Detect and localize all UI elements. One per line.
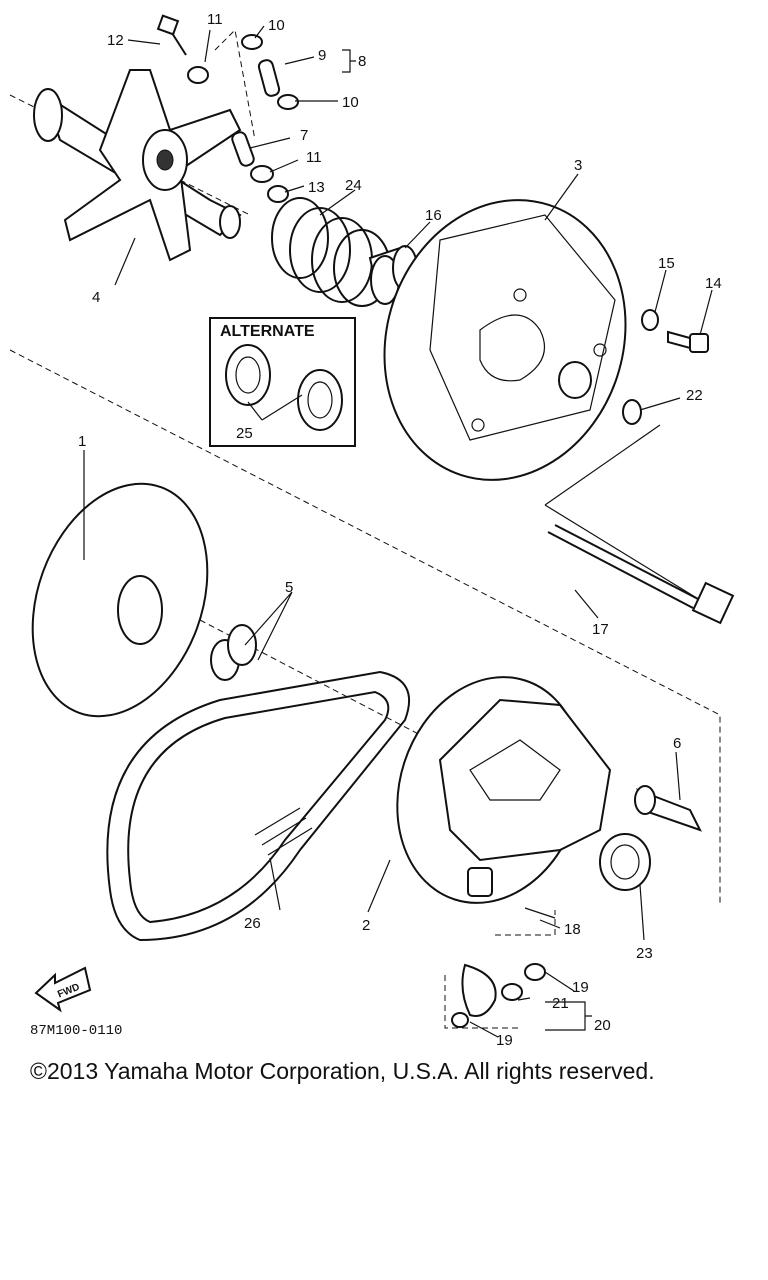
callout-21: 23 (636, 945, 653, 962)
callout-25: 25 (236, 425, 253, 442)
spider-shaft-part (33, 69, 242, 262)
cover-part-3 (383, 199, 627, 481)
callout-17: 16 (425, 207, 442, 224)
callout-4: 4 (92, 289, 100, 306)
callout-22: 20 (594, 1017, 611, 1034)
dashed-guide-11 (214, 28, 256, 141)
housing-part-2 (396, 676, 612, 904)
callout-24: 24 (345, 177, 362, 194)
fwd-arrow-icon (34, 966, 92, 1013)
exploded-parts-diagram: ALTERNATE (9, 11, 735, 1049)
bracket-8-line (342, 49, 356, 73)
callout-9: 9 (318, 47, 326, 64)
bolt-axis-line (544, 424, 701, 601)
drive-belt-part-26 (106, 670, 410, 942)
callout-14: 14 (705, 275, 722, 292)
callout-16: 17 (592, 621, 609, 638)
leader-lines (83, 25, 713, 1038)
callout-10b: 10 (342, 94, 359, 111)
callout-3: 3 (574, 157, 582, 174)
copyright-notice: ©2013 Yamaha Motor Corporation, U.S.A. A… (30, 1058, 655, 1084)
weight-assembly-22 (444, 907, 556, 1029)
callout-20: 22 (686, 387, 703, 404)
small-hardware-parts (187, 34, 299, 203)
callout-13: 13 (308, 179, 325, 196)
long-bolt-part-16 (547, 524, 735, 625)
callout-12: 12 (107, 32, 124, 49)
callout-19b: 19 (496, 1032, 513, 1049)
alternate-box (209, 317, 356, 447)
alternate-label: ALTERNATE (220, 323, 315, 340)
ring-part-21 (599, 833, 651, 891)
callout-11a: 11 (207, 11, 223, 28)
drawing-code: 87M100-0110 (30, 1023, 122, 1039)
callout-18: 18 (564, 921, 581, 938)
callout-6: 6 (673, 735, 681, 752)
callout-19a: 19 (572, 979, 589, 996)
callout-2: 2 (362, 917, 370, 934)
bracket-22-line (545, 1001, 592, 1031)
callout-5: 5 (285, 579, 293, 596)
callout-7: 7 (300, 127, 308, 144)
callout-8: 8 (358, 53, 366, 70)
callout-10a: 10 (268, 17, 285, 34)
bushings-part-5 (210, 624, 257, 681)
callout-23: 21 (552, 995, 569, 1012)
sheave-disc-part-1 (31, 482, 209, 718)
callout-15: 15 (658, 255, 675, 272)
bolt-part-12 (156, 14, 187, 56)
callout-26: 26 (244, 915, 261, 932)
hardware-15-14-20 (622, 309, 709, 425)
callout-11b: 11 (306, 149, 322, 166)
cam-part-6 (634, 785, 702, 832)
spring-part-24 (271, 197, 391, 307)
callout-1: 1 (78, 433, 86, 450)
